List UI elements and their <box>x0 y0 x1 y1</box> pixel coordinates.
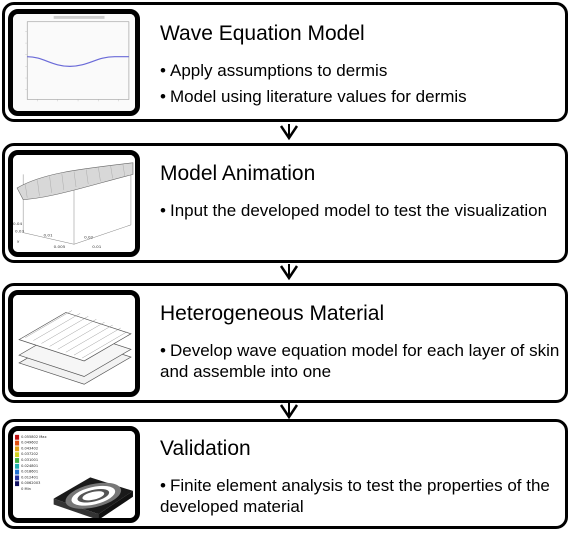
svg-text:0.03: 0.03 <box>15 229 25 234</box>
svg-text:0.024801: 0.024801 <box>21 464 38 468</box>
svg-text:0.018601: 0.018601 <box>21 470 38 474</box>
step-validation: 0.055802 Max 0.049602 0.043402 0.037202 0.… <box>2 419 568 529</box>
down-arrow-icon <box>277 124 301 142</box>
down-arrow-icon <box>277 403 301 421</box>
step-bullet: •Develop wave equation model for each la… <box>160 341 560 381</box>
svg-text:0.01: 0.01 <box>92 244 102 249</box>
step-model-animation: 0.04 0.03 0.01 0.02 0.005 0.01 y Model Anim… <box>2 143 568 263</box>
svg-text:0.01: 0.01 <box>44 233 54 238</box>
step-title: Model Animation <box>160 162 316 185</box>
svg-text:0.0062003: 0.0062003 <box>21 481 40 485</box>
step-title: Heterogeneous Material <box>160 302 385 325</box>
fea-contour-icon: 0.055802 Max 0.049602 0.043402 0.037202 0.… <box>8 426 140 523</box>
down-arrow-icon <box>277 264 301 282</box>
svg-text:0.037202: 0.037202 <box>21 452 38 456</box>
svg-text:0 Min: 0 Min <box>21 487 31 491</box>
svg-text:0.04: 0.04 <box>13 221 23 226</box>
svg-text:0.043402: 0.043402 <box>21 446 38 450</box>
svg-text:0.049602: 0.049602 <box>21 441 38 445</box>
step-bullet: •Apply assumptions to dermis <box>160 61 388 80</box>
svg-text:0.055802 Max: 0.055802 Max <box>21 435 46 439</box>
step-bullet: •Model using literature values for dermi… <box>160 87 467 106</box>
step-bullet: •Finite element analysis to test the pro… <box>160 476 550 516</box>
svg-text:0.02: 0.02 <box>84 235 94 240</box>
step-heterogeneous-material: Heterogeneous Material •Develop wave equ… <box>2 283 568 403</box>
step-title: Wave Equation Model <box>160 22 365 45</box>
svg-text:y: y <box>17 238 20 243</box>
3d-surface-icon: 0.04 0.03 0.01 0.02 0.005 0.01 y <box>8 150 140 257</box>
line-plot-icon <box>8 9 140 116</box>
svg-text:0.012401: 0.012401 <box>21 475 38 479</box>
step-bullet: •Input the developed model to test the v… <box>160 201 548 220</box>
step-wave-equation-model: Wave Equation Model •Apply assumptions t… <box>2 2 568 122</box>
step-title: Validation <box>160 437 251 460</box>
svg-text:0.005: 0.005 <box>54 244 66 249</box>
stacked-layers-icon <box>8 290 140 397</box>
svg-text:0.031001: 0.031001 <box>21 458 38 462</box>
